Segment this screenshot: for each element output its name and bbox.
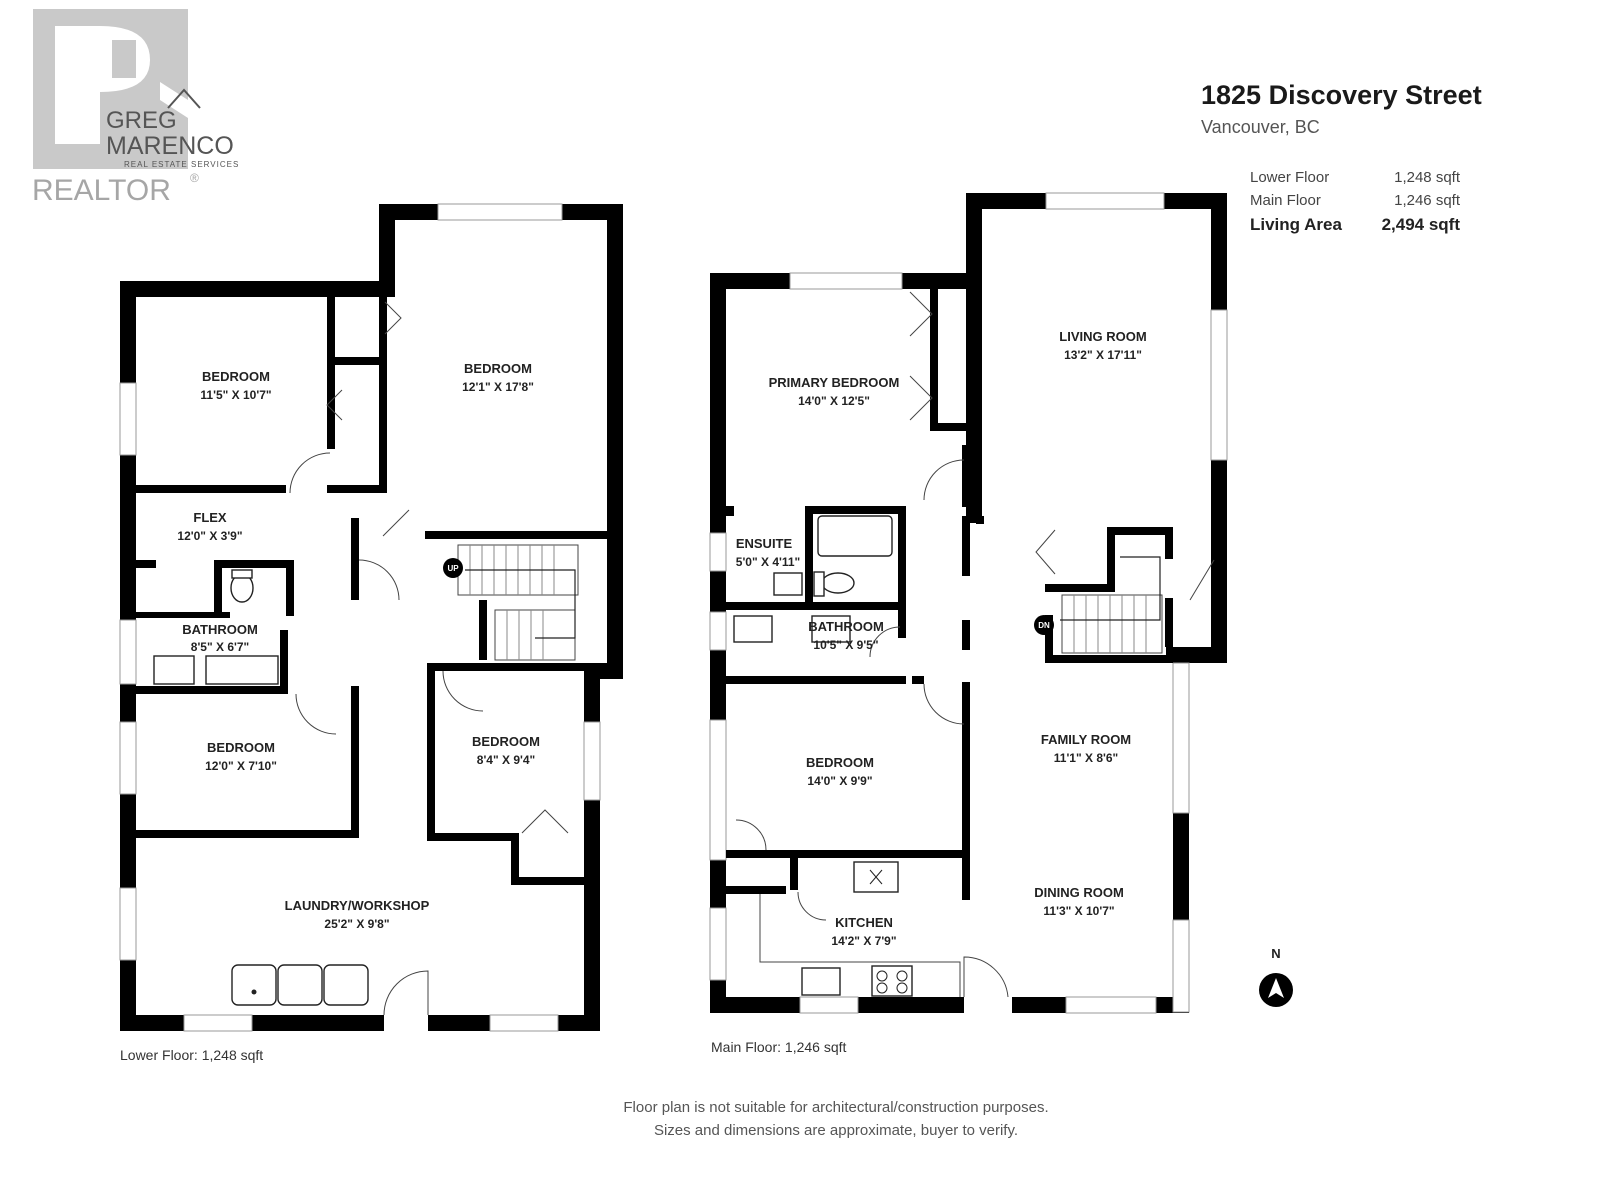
room-main-primary-bedroom-name: PRIMARY BEDROOM [769, 375, 900, 390]
room-main-bathroom-name: BATHROOM [808, 619, 884, 634]
main-floor-plan: DN PRIMARY BEDROOM 14'0" X 12'5" LIVING … [709, 192, 1228, 1055]
area-value-lower: 1,248 sqft [1394, 169, 1461, 186]
property-address: 1825 Discovery Street [1201, 80, 1482, 110]
room-main-bathroom-dims: 10'5" X 9'5" [813, 638, 878, 652]
main-floor-caption: Main Floor: 1,246 sqft [711, 1039, 847, 1055]
room-lower-bathroom-name: BATHROOM [182, 622, 258, 637]
room-lower-bathroom-dims: 8'5" X 6'7" [191, 640, 249, 654]
room-main-kitchen-name: KITCHEN [835, 915, 893, 930]
room-lower-bedroom-3-dims: 12'0" X 7'10" [205, 759, 277, 773]
room-lower-flex-dims: 12'0" X 3'9" [177, 529, 242, 543]
room-main-family-room-name: FAMILY ROOM [1041, 732, 1131, 747]
realtor-mark: REALTOR [32, 174, 171, 207]
room-main-bedroom-name: BEDROOM [806, 755, 874, 770]
area-label-lower: Lower Floor [1250, 169, 1329, 186]
logo-name-line1: GREG [106, 107, 177, 134]
compass-label: N [1271, 946, 1280, 961]
room-lower-bedroom-4-dims: 8'4" X 9'4" [477, 753, 535, 767]
room-lower-laundry-dims: 25'2" X 9'8" [324, 917, 389, 931]
logo-name-line2: MARENCO [106, 132, 234, 160]
room-lower-laundry-name: LAUNDRY/WORKSHOP [285, 898, 430, 913]
area-summary: Lower Floor 1,248 sqft Main Floor 1,246 … [1250, 169, 1461, 234]
lower-floor-plan: UP BEDROOM 11'5" X 10'7" BEDROOM 12'1" X… [119, 203, 623, 1063]
main-stairs: DN [1034, 556, 1163, 654]
area-value-total: 2,494 sqft [1382, 215, 1461, 234]
room-lower-bedroom-1-dims: 11'5" X 10'7" [200, 388, 271, 402]
room-lower-flex-name: FLEX [193, 510, 227, 525]
area-label-main: Main Floor [1250, 192, 1321, 209]
room-main-living-room-dims: 13'2" X 17'11" [1064, 348, 1142, 362]
room-lower-bedroom-2-name: BEDROOM [464, 361, 532, 376]
logo-tagline: REAL ESTATE SERVICES [124, 160, 239, 169]
room-lower-bedroom-1-name: BEDROOM [202, 369, 270, 384]
property-city: Vancouver, BC [1201, 117, 1320, 137]
disclaimer-line-2: Sizes and dimensions are approximate, bu… [654, 1122, 1018, 1139]
room-lower-bedroom-2-dims: 12'1" X 17'8" [462, 380, 534, 394]
room-main-family-room-dims: 11'1" X 8'6" [1054, 751, 1118, 765]
stair-up-label: UP [447, 564, 459, 573]
north-compass: N [1259, 946, 1293, 1007]
room-main-living-room-name: LIVING ROOM [1059, 329, 1146, 344]
room-main-ensuite-dims: 5'0" X 4'11" [736, 555, 800, 569]
brand-logo: GREG MARENCO REAL ESTATE SERVICES REALTO… [32, 9, 239, 207]
room-main-ensuite-name: ENSUITE [736, 536, 793, 551]
room-lower-bedroom-4-name: BEDROOM [472, 734, 540, 749]
stair-down-label: DN [1038, 621, 1050, 630]
lower-floor-caption: Lower Floor: 1,248 sqft [120, 1047, 263, 1063]
lower-stairs: UP [443, 544, 579, 661]
room-main-dining-room-name: DINING ROOM [1034, 885, 1124, 900]
registered-mark: ® [190, 171, 199, 185]
area-label-total: Living Area [1250, 215, 1342, 234]
area-value-main: 1,246 sqft [1394, 192, 1461, 209]
room-main-primary-bedroom-dims: 14'0" X 12'5" [798, 394, 870, 408]
room-lower-bedroom-3-name: BEDROOM [207, 740, 275, 755]
room-main-bedroom-dims: 14'0" X 9'9" [807, 774, 872, 788]
disclaimer-line-1: Floor plan is not suitable for architect… [623, 1099, 1048, 1116]
room-main-kitchen-dims: 14'2" X 7'9" [831, 934, 896, 948]
room-main-dining-room-dims: 11'3" X 10'7" [1043, 904, 1114, 918]
